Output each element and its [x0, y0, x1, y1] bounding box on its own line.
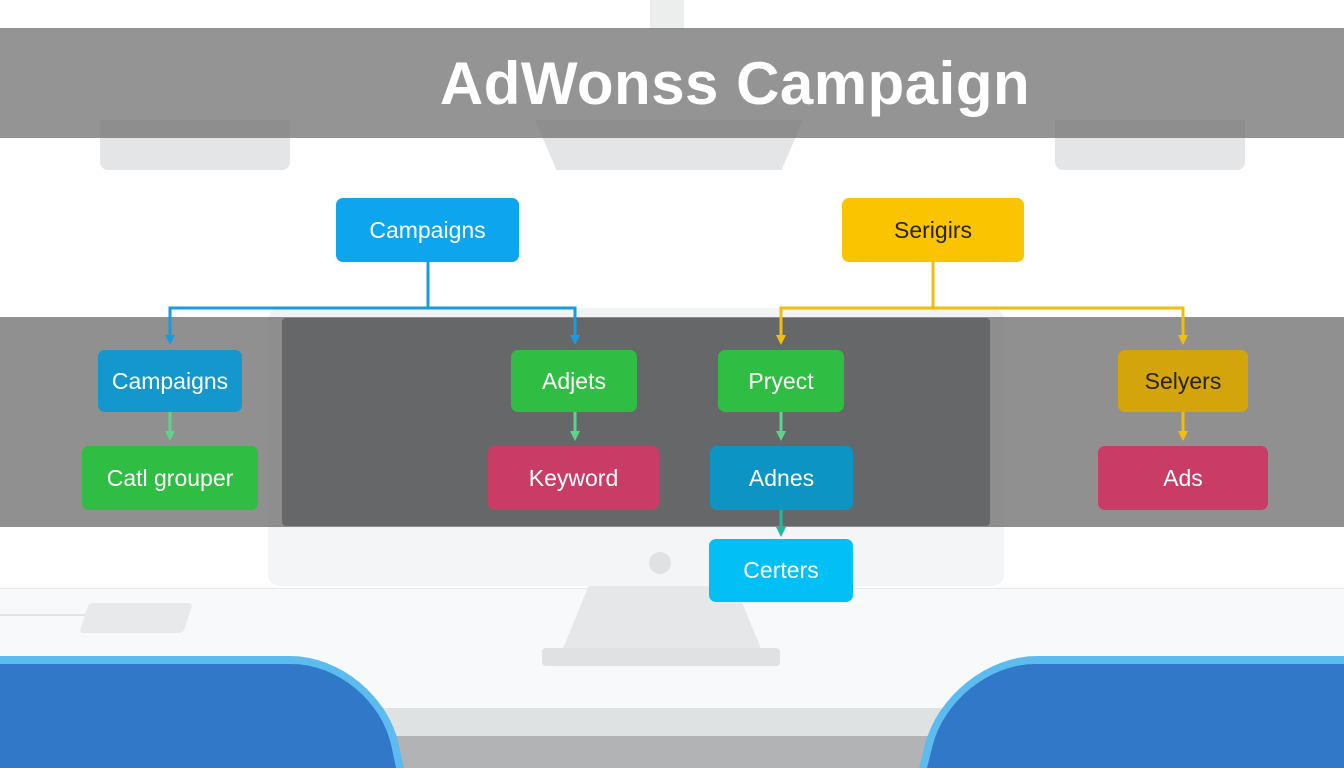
node-label: Serigirs	[894, 216, 972, 243]
node-pryect[interactable]: Pryect	[718, 350, 844, 412]
node-label: Pryect	[748, 367, 814, 394]
node-catl-grouper[interactable]: Catl grouper	[82, 446, 258, 510]
node-label: Adjets	[542, 367, 606, 394]
node-campaigns-root[interactable]: Campaigns	[336, 198, 519, 262]
monitor-bezel	[268, 528, 1004, 586]
node-label: Adnes	[748, 464, 815, 491]
node-campaigns[interactable]: Campaigns	[98, 350, 242, 412]
node-certers[interactable]: Certers	[709, 539, 853, 602]
router-cable	[0, 614, 88, 620]
node-label: Ads	[1163, 464, 1203, 491]
node-adnes[interactable]: Adnes	[710, 446, 853, 510]
lamp-stem	[650, 0, 684, 30]
node-keyword[interactable]: Keyword	[488, 446, 659, 510]
node-label: Campaigns	[369, 216, 486, 243]
monitor-base	[542, 648, 780, 666]
node-label: Selyers	[1144, 367, 1222, 394]
node-adjets[interactable]: Adjets	[511, 350, 637, 412]
node-ads[interactable]: Ads	[1098, 446, 1268, 510]
page-title: AdWonss Campaign	[439, 49, 1031, 117]
node-selyers[interactable]: Selyers	[1118, 350, 1248, 412]
monitor-camera-icon	[649, 552, 671, 574]
node-label: Campaigns	[111, 367, 229, 394]
title-banner	[0, 28, 1344, 138]
node-label: Certers	[743, 557, 819, 583]
node-label: Catl grouper	[106, 464, 234, 491]
node-serigirs-root[interactable]: Serigirs	[842, 198, 1024, 262]
router-device	[79, 603, 193, 633]
node-label: Keyword	[528, 464, 619, 491]
